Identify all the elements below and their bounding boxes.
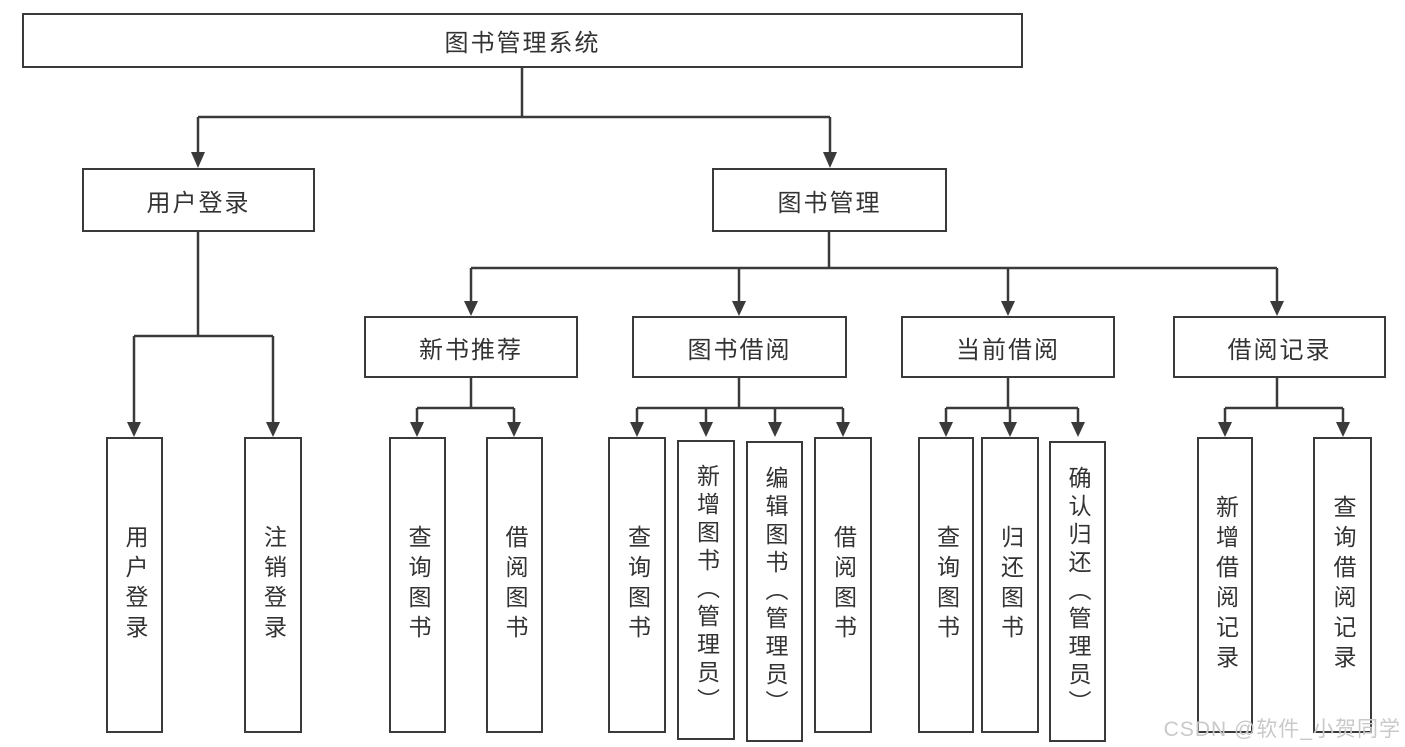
node-library-system: 图书管理系统	[22, 13, 1023, 68]
connector-book-borrowing-children	[630, 378, 850, 437]
arrowhead	[507, 422, 521, 437]
arrowhead	[1003, 422, 1017, 437]
leaf-records-query-record: 查询借阅记录	[1313, 437, 1372, 733]
leaf-current-query-books: 查询图书	[918, 437, 974, 733]
connector-new-book-recommend-children	[410, 378, 521, 437]
leaf-current-confirm-return-admin: 确认归还（管理员）	[1049, 441, 1106, 742]
arrowhead	[823, 152, 837, 168]
node-book-borrowing: 图书借阅	[632, 316, 847, 378]
leaf-borrowing-edit-books-admin: 编辑图书（管理员）	[746, 441, 803, 742]
node-new-book-recommend: 新书推荐	[364, 316, 578, 378]
arrowhead	[1336, 422, 1350, 437]
arrowhead	[1270, 301, 1284, 316]
leaf-current-return-books: 归还图书	[981, 437, 1039, 733]
node-borrow-records: 借阅记录	[1173, 316, 1386, 378]
connector-borrow-records-children	[1218, 378, 1350, 437]
arrowhead	[699, 422, 713, 437]
watermark: CSDN @软件_小贺同学	[1163, 718, 1401, 741]
leaf-borrowing-borrow-books: 借阅图书	[814, 437, 872, 733]
arrowhead	[127, 422, 141, 437]
arrowhead	[410, 422, 424, 437]
node-book-management: 图书管理	[712, 168, 947, 232]
leaf-recommend-query-books: 查询图书	[389, 437, 446, 733]
leaf-user-login: 用户登录	[106, 437, 163, 733]
arrowhead	[732, 301, 746, 316]
leaf-borrowing-query-books: 查询图书	[608, 437, 666, 733]
arrowhead	[1218, 422, 1232, 437]
node-current-borrowing: 当前借阅	[901, 316, 1115, 378]
leaf-logout: 注销登录	[244, 437, 302, 733]
arrowhead	[266, 422, 280, 437]
connector-book-management-children	[464, 232, 1284, 316]
arrowhead	[1001, 301, 1015, 316]
connector-root-to-level2	[191, 68, 837, 168]
arrowhead	[1071, 422, 1085, 437]
arrowhead	[191, 152, 205, 168]
connector-user-login-children	[127, 232, 280, 437]
node-user-login: 用户登录	[82, 168, 315, 232]
arrowhead	[939, 422, 953, 437]
leaf-records-add-record: 新增借阅记录	[1197, 437, 1253, 733]
arrowhead	[768, 422, 782, 437]
connector-current-borrowing-children	[939, 378, 1085, 437]
arrowhead	[630, 422, 644, 437]
leaf-borrowing-add-books-admin: 新增图书（管理员）	[677, 440, 735, 740]
leaf-recommend-borrow-books: 借阅图书	[486, 437, 543, 733]
arrowhead	[464, 301, 478, 316]
arrowhead	[836, 422, 850, 437]
